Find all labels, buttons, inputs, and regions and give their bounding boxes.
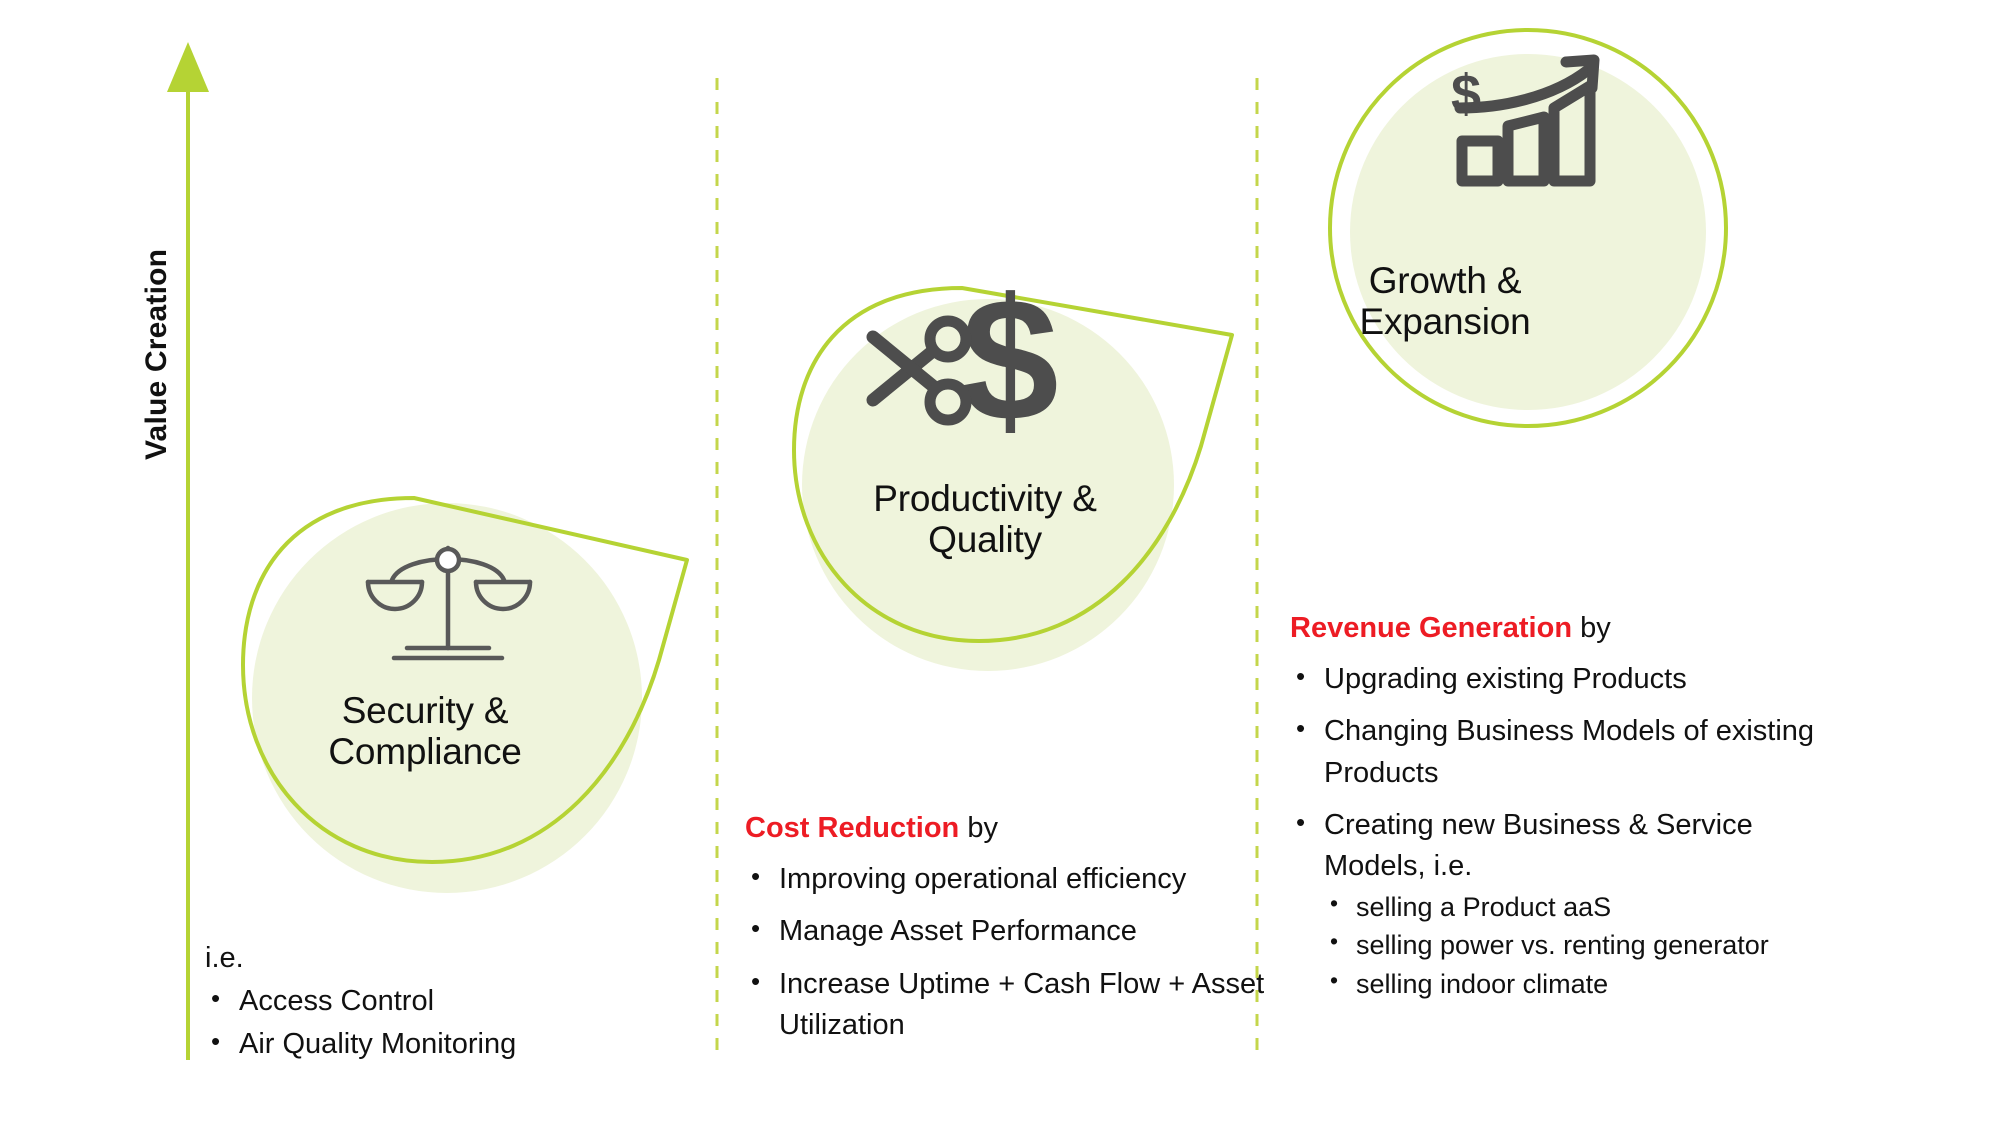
list-item-label: Creating new Business & Service Models, …: [1324, 808, 1753, 882]
column-cost-lead-emphasis: Cost Reduction: [745, 812, 960, 844]
list-item: Access Control: [205, 980, 675, 1022]
bubble-title-line-1: Growth &: [1368, 260, 1522, 301]
list-item: Changing Business Models of existing Pro…: [1290, 710, 1850, 793]
column-cost-text: Cost Reduction by Improving operational …: [745, 808, 1265, 1057]
list-item: Creating new Business & Service Models, …: [1290, 804, 1850, 1003]
bubble-title-security-compliance: Security & Compliance: [250, 690, 600, 773]
column-revenue-sub-bullet-list: selling a Product aaS selling power vs. …: [1324, 888, 1850, 1003]
column-revenue-bullet-list: Upgrading existing Products Changing Bus…: [1290, 658, 1850, 1003]
sub-list-item: selling a Product aaS: [1324, 888, 1850, 926]
balance-scales-icon: [365, 545, 533, 661]
list-item: Manage Asset Performance: [745, 910, 1265, 952]
growth-bar-chart-dollar-arrow-icon: $: [1451, 54, 1600, 187]
bubble-fill-3: [1350, 54, 1706, 410]
column-revenue-text: Revenue Generation by Upgrading existing…: [1290, 608, 1850, 1014]
column-security-lead: i.e.: [205, 942, 244, 974]
list-item: Improving operational efficiency: [745, 858, 1265, 900]
column-cost-lead-rest: by: [959, 812, 998, 844]
column-security-text: i.e. Access Control Air Quality Monitori…: [205, 938, 675, 1068]
bubble-title-productivity-quality: Productivity & Quality: [810, 478, 1160, 561]
column-cost-bullet-list: Improving operational efficiency Manage …: [745, 858, 1265, 1046]
bubble-title-line-2: Expansion: [1359, 301, 1531, 343]
list-item: Increase Uptime + Cash Flow + Asset Util…: [745, 963, 1265, 1046]
list-item: Upgrading existing Products: [1290, 658, 1850, 700]
sub-list-item: selling power vs. renting generator: [1324, 926, 1850, 964]
column-security-bullet-list: Access Control Air Quality Monitoring: [205, 980, 675, 1065]
column-revenue-lead-emphasis: Revenue Generation: [1290, 612, 1573, 644]
column-revenue-lead: Revenue Generation by: [1290, 608, 1850, 649]
sub-list-item: selling indoor climate: [1324, 965, 1850, 1003]
svg-text:$: $: [1451, 64, 1481, 124]
bubble-title-line-1: Security &: [341, 690, 509, 731]
column-revenue-lead-rest: by: [1572, 612, 1611, 644]
bubble-outline-3: [1328, 28, 1728, 428]
bubble-title-line-2: Compliance: [328, 731, 522, 773]
bubble-title-line-1: Productivity &: [873, 478, 1097, 519]
scissors-cutting-dollar-icon: $: [866, 263, 1059, 458]
column-cost-lead: Cost Reduction by: [745, 808, 1265, 849]
bubble-growth-expansion: [1328, 28, 1728, 428]
bubble-title-line-2: Quality: [928, 519, 1042, 561]
bubble-outline-2: [792, 286, 1234, 643]
svg-text:$: $: [961, 263, 1058, 458]
value-creation-axis-label: Value Creation: [140, 248, 173, 460]
bubble-title-growth-expansion: Growth & Expansion: [1270, 260, 1620, 343]
list-item: Air Quality Monitoring: [205, 1023, 675, 1065]
up-arrow-icon: [167, 42, 209, 92]
bubble-outline-1: [241, 496, 689, 864]
